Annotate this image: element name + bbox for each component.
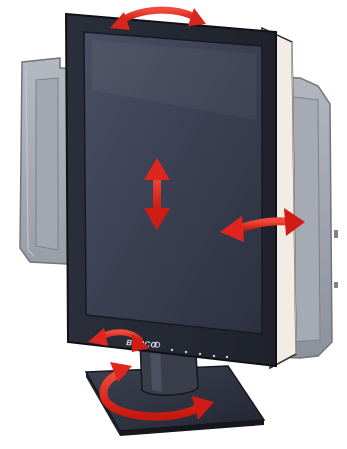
- ghost-side-button: [334, 282, 338, 288]
- main-portrait-display: BARCO: [66, 14, 296, 368]
- ghost-side-button: [334, 230, 338, 238]
